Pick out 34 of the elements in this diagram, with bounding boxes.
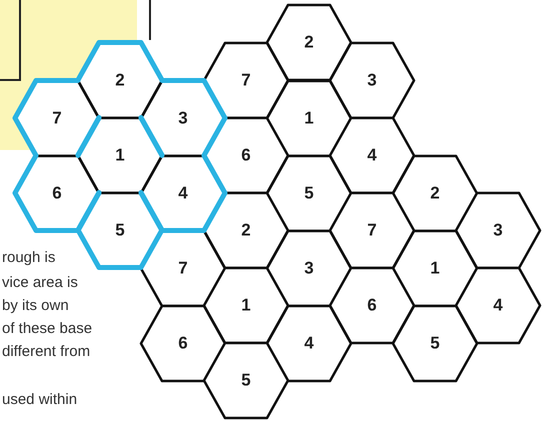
body-text-line: vice area is: [2, 275, 78, 290]
channel-number: 1: [304, 110, 314, 126]
channel-number: 7: [178, 260, 188, 276]
channel-number: 5: [241, 372, 251, 388]
channel-number: 4: [367, 146, 377, 164]
channel-number: 3: [178, 110, 188, 126]
channel-number: 7: [367, 222, 377, 238]
channel-number: 6: [241, 146, 251, 164]
channel-number: 2: [430, 184, 440, 202]
channel-number: 5: [430, 334, 440, 352]
body-text-line: of these base: [2, 321, 92, 336]
channel-number: 3: [304, 260, 314, 276]
channel-number: 4: [178, 184, 188, 202]
channel-number: 3: [367, 72, 377, 88]
channel-number: 6: [178, 334, 188, 352]
channel-number: 5: [304, 184, 314, 202]
channel-number: 6: [52, 184, 62, 202]
channel-number: 1: [241, 296, 251, 314]
channel-number: 7: [241, 72, 251, 88]
channel-number: 1: [430, 260, 440, 276]
channel-number: 3: [493, 222, 503, 238]
body-text-line: used within: [2, 392, 78, 407]
channel-number: 2: [115, 72, 125, 88]
channel-number: 2: [304, 34, 314, 50]
channel-number: 2: [241, 222, 251, 238]
channel-number: 1: [115, 146, 125, 164]
channel-number: 5: [115, 222, 125, 238]
body-text-line: by its own: [2, 298, 69, 313]
body-text-line: different from: [2, 344, 90, 359]
channel-number: 6: [367, 296, 377, 314]
body-text-line: rough is: [2, 250, 56, 265]
channel-number: 4: [304, 334, 314, 352]
channel-number: 4: [493, 296, 503, 314]
channel-number: 7: [52, 110, 62, 126]
